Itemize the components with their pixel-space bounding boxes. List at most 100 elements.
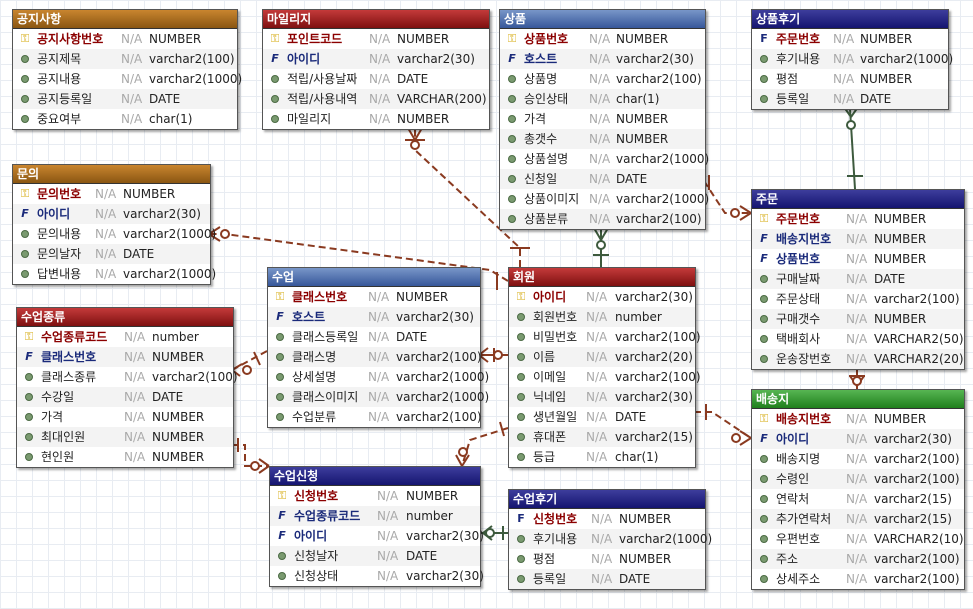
column-name: 배송지번호 <box>776 232 832 246</box>
column-icon <box>505 189 519 211</box>
nullable-label: N/A <box>846 532 868 546</box>
column-icon <box>22 427 36 449</box>
column-type: NUMBER <box>619 512 672 526</box>
column-name: 호스트 <box>292 310 326 324</box>
column-icon <box>22 387 36 409</box>
column-name: 이름 <box>533 350 556 364</box>
column-type: varchar2(30) <box>396 310 474 324</box>
